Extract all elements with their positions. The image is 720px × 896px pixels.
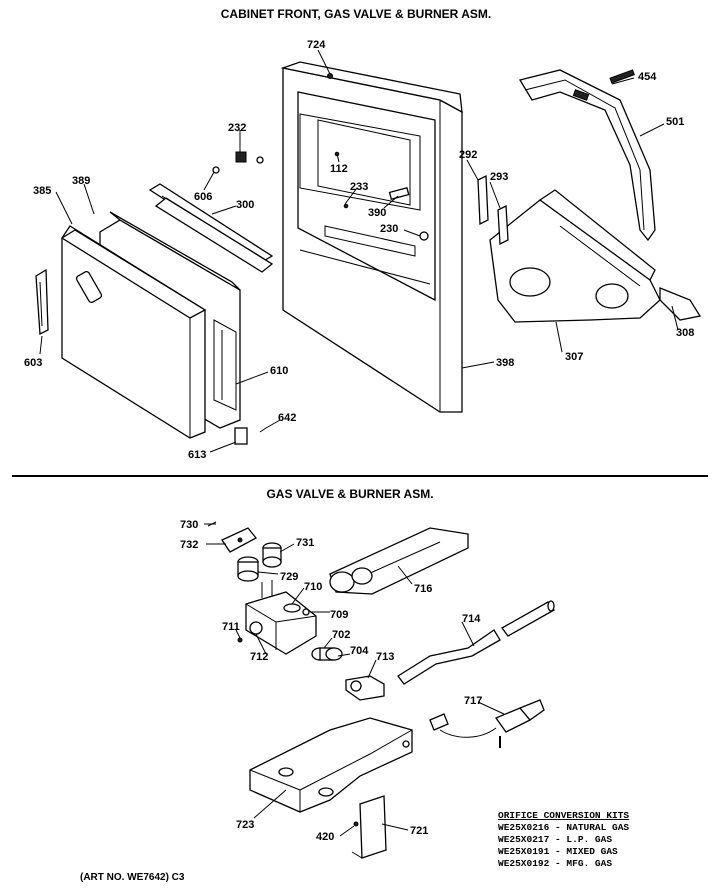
door-handle	[35, 268, 49, 336]
label-730: 730	[180, 519, 198, 531]
mounting-bracket	[351, 795, 387, 859]
igniter	[429, 699, 545, 748]
valve-coils	[237, 542, 282, 582]
art-number: (ART NO. WE7642) C3	[80, 872, 185, 883]
label-709: 709	[330, 609, 348, 621]
label-642: 642	[278, 412, 296, 424]
label-723: 723	[236, 819, 254, 831]
label-300: 300	[236, 199, 254, 211]
door-seal-strip	[148, 183, 274, 273]
label-613: 613	[188, 449, 206, 461]
label-714: 714	[462, 613, 481, 625]
kit-item: WE25X0217 - L.P. GAS	[498, 834, 612, 845]
label-232: 232	[228, 122, 246, 134]
label-112: 112	[330, 163, 348, 175]
label-724: 724	[307, 39, 326, 51]
label-398: 398	[496, 357, 514, 369]
label-606: 606	[194, 191, 212, 203]
front-bulkhead	[489, 69, 702, 323]
label-501: 501	[666, 116, 684, 128]
burner	[329, 527, 469, 595]
label-610: 610	[270, 365, 288, 377]
label-454: 454	[638, 71, 657, 83]
label-385: 385	[33, 185, 51, 197]
top-title: CABINET FRONT, GAS VALVE & BURNER ASM.	[221, 7, 491, 21]
orifice-kits-note: ORIFICE CONVERSION KITS WE25X0216 - NATU…	[498, 810, 629, 869]
label-710: 710	[304, 581, 322, 593]
label-704: 704	[350, 645, 369, 657]
label-712: 712	[250, 651, 268, 663]
label-729: 729	[280, 571, 298, 583]
label-389: 389	[72, 175, 90, 187]
burner-bracket	[249, 717, 413, 813]
door-switch-parts	[212, 151, 264, 174]
bulkhead-brackets	[477, 174, 509, 246]
label-717: 717	[464, 695, 482, 707]
leader-lines	[39, 49, 679, 837]
burner-tube	[397, 629, 501, 685]
coil-bracket	[207, 521, 257, 553]
label-307: 307	[565, 351, 583, 363]
cabinet-front-panel	[280, 61, 463, 413]
label-420: 420	[316, 831, 334, 843]
door-strike	[234, 427, 267, 445]
door-assembly	[60, 211, 241, 439]
label-233: 233	[350, 181, 368, 193]
label-603: 603	[24, 357, 42, 369]
label-293: 293	[490, 171, 508, 183]
burner-pipe	[501, 600, 555, 637]
kit-item: WE25X0191 - MIXED GAS	[498, 846, 618, 857]
label-390: 390	[368, 207, 386, 219]
label-292: 292	[459, 149, 477, 161]
burner-fitting	[345, 675, 385, 701]
label-732: 732	[180, 539, 198, 551]
label-731: 731	[296, 537, 314, 549]
bottom-title: GAS VALVE & BURNER ASM.	[266, 487, 433, 501]
label-721: 721	[410, 825, 428, 837]
orifice-fitting	[311, 647, 343, 661]
kits-heading: ORIFICE CONVERSION KITS	[498, 810, 629, 821]
gas-valve-body	[237, 580, 317, 655]
label-711: 711	[222, 621, 240, 633]
kit-item: WE25X0192 - MFG. GAS	[498, 858, 612, 869]
label-702: 702	[332, 629, 350, 641]
label-713: 713	[376, 651, 394, 663]
kit-item: WE25X0216 - NATURAL GAS	[498, 822, 629, 833]
label-716: 716	[414, 583, 432, 595]
label-308: 308	[676, 327, 694, 339]
label-230: 230	[380, 223, 398, 235]
